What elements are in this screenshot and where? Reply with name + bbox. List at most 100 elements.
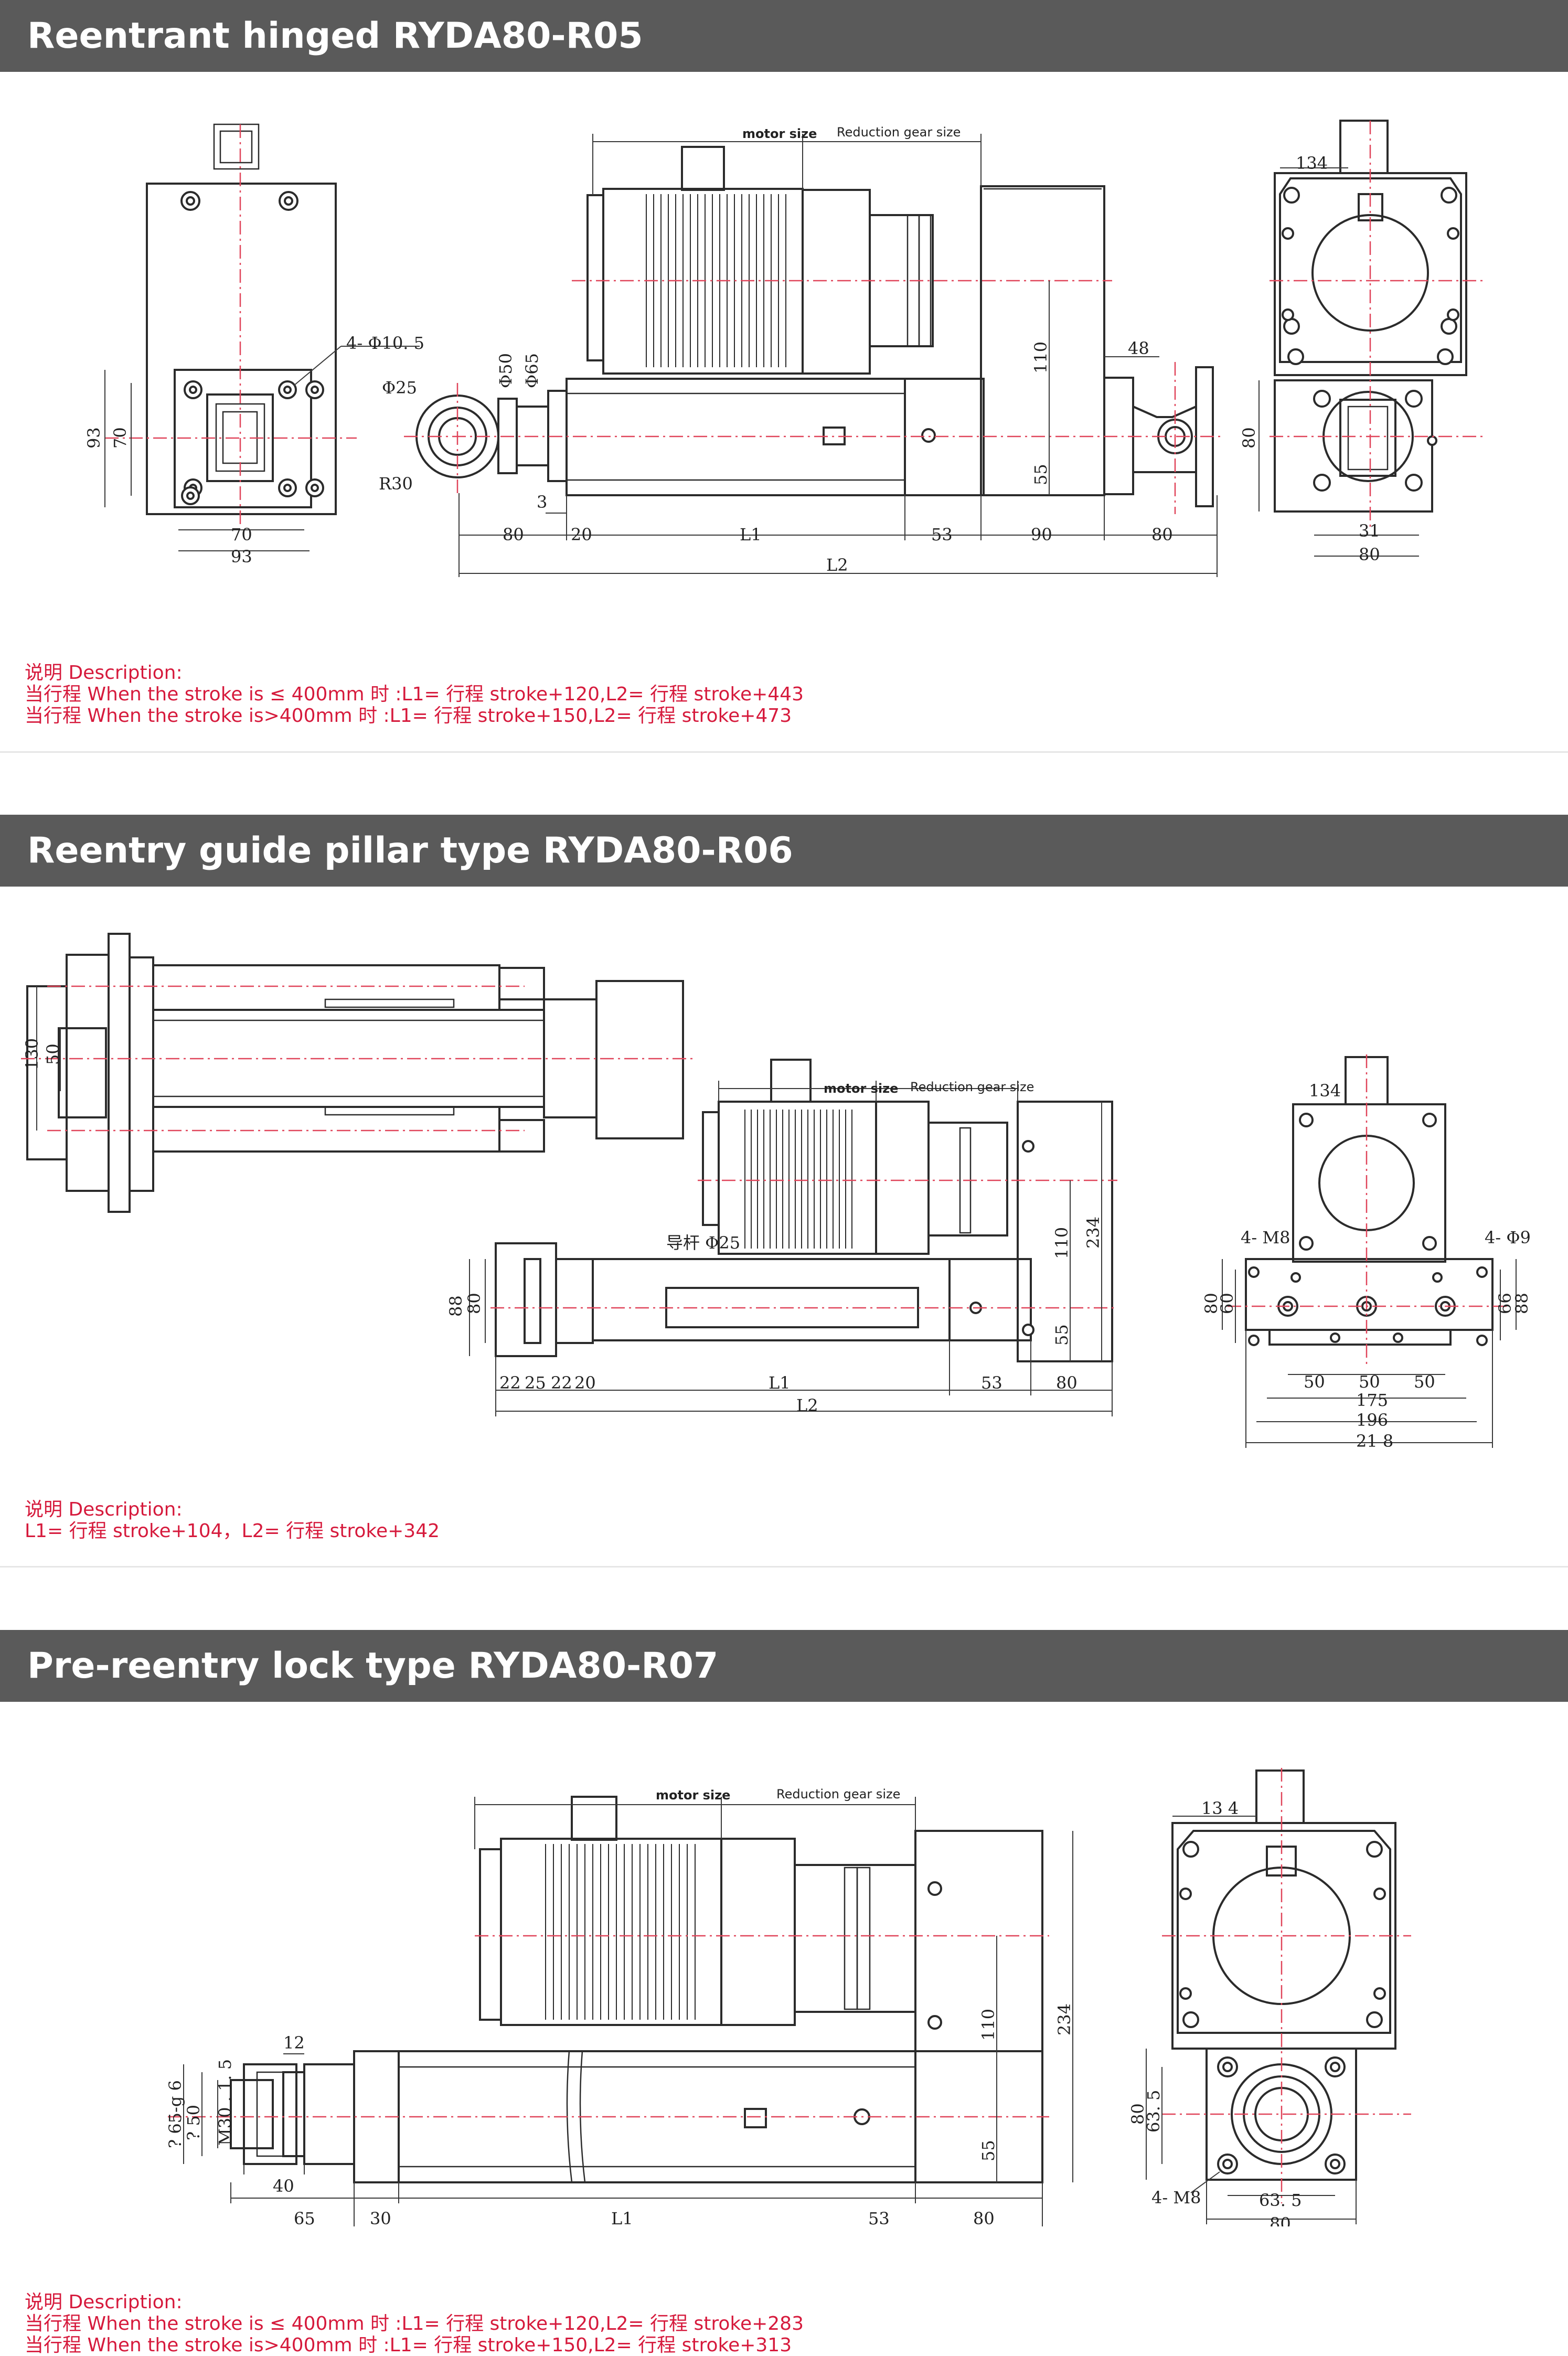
r07-dim-234: 234 — [1054, 2003, 1074, 2035]
r05-dim-80c: 80 — [1359, 545, 1380, 564]
section-title: Reentry guide pillar type RYDA80-R06 — [27, 830, 793, 871]
r06-gear-size-label: Reduction gear size — [910, 1080, 1034, 1094]
r06-dim-66: 66 — [1495, 1293, 1515, 1314]
description-line: 当行程 When the stroke is>400mm 时 :L1= 行程 s… — [25, 2334, 792, 2356]
r06-guide-rod-label: 导杆 Φ25 — [666, 1233, 740, 1253]
r06-dim-196: 196 — [1356, 1410, 1388, 1430]
r07-dim-m30: M30 . 1. 5 — [215, 2059, 235, 2146]
r06-dim-134: 134 — [1309, 1081, 1341, 1101]
r05-dim-110: 110 — [1031, 342, 1051, 374]
r07-dim-134: 13 4 — [1201, 1798, 1239, 1818]
r05-dim-134: 134 — [1296, 153, 1328, 173]
r06-dim-80: 80 — [464, 1293, 484, 1314]
r07-dim-30: 30 — [370, 2209, 391, 2226]
section-title: Reentrant hinged RYDA80-R05 — [27, 15, 643, 57]
r05-dim-70: 70 — [231, 525, 252, 545]
description-title: 说明 Description: — [25, 662, 183, 684]
r05-dim-80v: 80 — [1239, 427, 1259, 449]
r05-dim-90: 90 — [1031, 525, 1052, 545]
divider — [0, 1566, 1568, 1568]
r06-description: 说明 Description: L1= 行程 stroke+104，L2= 行程… — [25, 1499, 440, 1542]
r06-dim-53: 53 — [981, 1373, 1002, 1393]
drawing-r07: motor size Reduction gear size 12 ? 65-g… — [165, 1768, 1411, 2226]
r07-dim-80v: 80 — [1128, 2103, 1148, 2125]
r05-d50: Φ50 — [496, 353, 516, 388]
r07-dim-53: 53 — [868, 2209, 890, 2226]
r07-dim-50: ? 50 — [184, 2105, 204, 2140]
r06-side-view — [469, 1059, 1117, 1416]
r05-dim-80a: 80 — [503, 525, 524, 545]
r06-dim-22a: 22 — [499, 1373, 521, 1393]
r07-dim-65: 65 — [294, 2209, 315, 2226]
r05-dim-20: 20 — [571, 525, 592, 545]
r06-dim-175: 175 — [1356, 1390, 1388, 1410]
r05-dim-93b: 93 — [231, 547, 252, 567]
r05-d25: Φ25 — [382, 378, 417, 398]
r05-dim-93: 93 — [84, 427, 104, 449]
section-header-r05: Reentrant hinged RYDA80-R05 — [0, 0, 1568, 72]
r05-gear-size-label: Reduction gear size — [837, 125, 961, 140]
r07-dim-65g6: ? 65-g 6 — [165, 2080, 185, 2148]
r06-dim-218: 21 8 — [1356, 1431, 1393, 1451]
drawing-r05: 4- Φ10. 5 93 70 70 93 — [84, 120, 1485, 577]
description-line: 当行程 When the stroke is ≤ 400mm 时 :L1= 行程… — [25, 684, 804, 705]
r06-dim-l1: L1 — [769, 1373, 791, 1393]
r05-dim-3: 3 — [537, 492, 547, 512]
description-line: L1= 行程 stroke+104，L2= 行程 stroke+342 — [25, 1520, 440, 1542]
r06-dim-80b: 80 — [1056, 1373, 1078, 1393]
r06-dim-50b: 50 — [1359, 1372, 1380, 1392]
r05-dim-53: 53 — [931, 525, 953, 545]
r05-holes-label: 4- Φ10. 5 — [346, 333, 424, 353]
description-title: 说明 Description: — [25, 1499, 183, 1520]
description-title: 说明 Description: — [25, 2291, 183, 2313]
description-line: 当行程 When the stroke is>400mm 时 :L1= 行程 s… — [25, 705, 792, 727]
r06-dim-20: 20 — [574, 1373, 596, 1393]
drawing-r06: 130 50 — [21, 933, 1532, 1451]
r06-top-view — [21, 933, 692, 1213]
r06-dim-234: 234 — [1083, 1217, 1103, 1249]
r06-dim-80v: 80 — [1201, 1293, 1221, 1314]
r06-dim-l2: L2 — [796, 1395, 818, 1415]
r07-dim-110: 110 — [978, 2009, 998, 2041]
r06-m8-label: 4- M8 — [1241, 1228, 1290, 1248]
r05-front-view — [1258, 120, 1485, 557]
r07-dim-12: 12 — [283, 2033, 305, 2053]
r06-phi9-label: 4- Φ9 — [1485, 1228, 1531, 1248]
r07-dim-635: 63. 5 — [1259, 2190, 1302, 2210]
r06-dim-88r: 88 — [1512, 1293, 1532, 1314]
r06-dim-55: 55 — [1052, 1324, 1072, 1346]
r05-d65: Φ65 — [522, 353, 542, 388]
r05-dim-48: 48 — [1128, 338, 1149, 358]
r07-motor-size-label: motor size — [656, 1788, 730, 1803]
r06-dim-22b: 22 — [551, 1373, 572, 1393]
r05-end-view — [104, 123, 420, 551]
r06-dim-25: 25 — [525, 1373, 546, 1393]
r07-side-view — [168, 1796, 1073, 2226]
r05-dim-l2: L2 — [826, 555, 848, 575]
r05-dim-55: 55 — [1031, 464, 1051, 485]
r07-m8-label: 4- M8 — [1151, 2188, 1201, 2208]
r06-dim-88: 88 — [446, 1295, 466, 1317]
r05-dim-80b: 80 — [1151, 525, 1173, 545]
r05-r30: R30 — [379, 474, 413, 494]
section-header-r07: Pre-reentry lock type RYDA80-R07 — [0, 1630, 1568, 1702]
description-line: 当行程 When the stroke is ≤ 400mm 时 :L1= 行程… — [25, 2313, 804, 2334]
r06-dim-110: 110 — [1052, 1227, 1072, 1259]
r06-front-view — [1222, 1054, 1517, 1448]
r07-dim-80: 80 — [973, 2209, 995, 2226]
r07-dim-635v: 63. 5 — [1144, 2090, 1164, 2133]
r07-dim-55: 55 — [978, 2140, 998, 2161]
r06-motor-size-label: motor size — [824, 1081, 898, 1096]
r07-gear-size-label: Reduction gear size — [776, 1787, 900, 1801]
r06-dim-50a: 50 — [1304, 1372, 1325, 1392]
r07-dim-l1: L1 — [611, 2209, 633, 2226]
r05-dim-70v: 70 — [110, 427, 130, 449]
r07-dim-40: 40 — [273, 2176, 294, 2196]
section-header-r06: Reentry guide pillar type RYDA80-R06 — [0, 815, 1568, 887]
section-title: Pre-reentry lock type RYDA80-R07 — [27, 1645, 719, 1687]
divider — [0, 751, 1568, 753]
r07-description: 说明 Description: 当行程 When the stroke is ≤… — [25, 2291, 804, 2356]
r06-dim-130: 130 — [22, 1038, 42, 1070]
r05-side-view — [404, 134, 1222, 577]
r05-description: 说明 Description: 当行程 When the stroke is ≤… — [25, 662, 804, 727]
